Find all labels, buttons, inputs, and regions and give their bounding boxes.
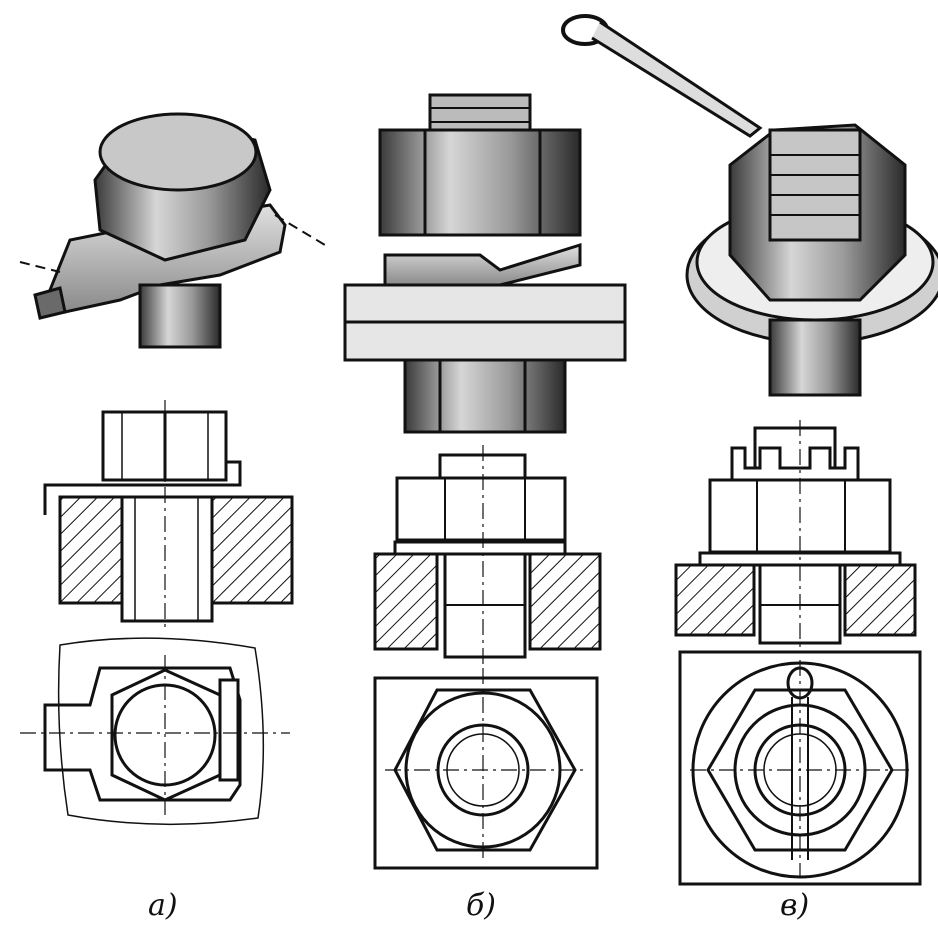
tab-washer-section-view	[43, 400, 294, 630]
castle-nut-top-view	[678, 650, 922, 886]
caption-b: б)	[466, 888, 497, 923]
lock-nut-3d-view	[343, 93, 627, 434]
castle-nut-section-view	[674, 420, 917, 650]
lock-nut-section-view	[373, 445, 602, 665]
caption-c: в)	[780, 888, 810, 923]
panel-a	[19, 112, 326, 826]
tab-washer-3d-view	[19, 112, 326, 349]
panel-c	[561, 14, 938, 886]
castle-nut-3d-view	[561, 14, 938, 397]
caption-a: а)	[148, 888, 178, 923]
tab-washer-top-view	[20, 637, 290, 826]
lock-nut-top-view	[373, 668, 599, 870]
panel-b	[343, 93, 627, 870]
